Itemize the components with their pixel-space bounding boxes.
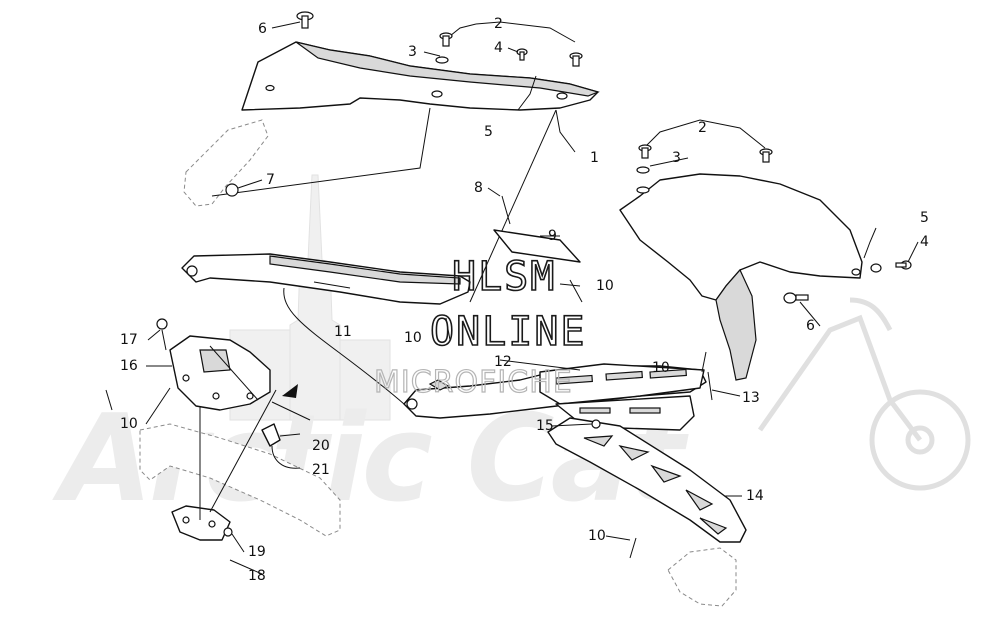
left-rail	[181, 253, 471, 305]
rivet-10-e	[629, 537, 637, 559]
fasteners	[105, 11, 912, 559]
callout-10-c: 10	[652, 360, 670, 376]
callout-14: 14	[746, 488, 764, 504]
screw-4-right	[895, 260, 912, 270]
clip	[261, 423, 281, 447]
ghost-mount-bottom-right	[667, 547, 737, 607]
washer-3-right	[636, 166, 650, 174]
hlsm-watermark: HLSM ONLINE MICROFICHE	[373, 253, 587, 400]
screw-2-right-panel	[638, 144, 652, 159]
callout-12: 12	[494, 354, 512, 370]
watermark-line3: MICROFICHE	[374, 365, 573, 400]
callout-3-top: 3	[408, 44, 417, 60]
screw-2-right	[569, 52, 583, 67]
callout-4-right: 4	[920, 234, 929, 250]
footrest-lattice	[547, 417, 747, 543]
callout-connectors	[145, 21, 919, 575]
bolt-17	[156, 318, 168, 351]
callout-10-b: 10	[404, 330, 422, 346]
callout-4-top: 4	[494, 40, 503, 56]
callout-20: 20	[312, 438, 330, 454]
callout-1: 1	[590, 150, 599, 166]
callout-6-right: 6	[806, 318, 815, 334]
bolt-13	[707, 371, 713, 401]
rivet-10-b	[445, 317, 451, 341]
screw-2-left	[439, 32, 453, 47]
screw-15	[591, 419, 601, 429]
screw-4-top	[516, 48, 528, 61]
strip-9	[493, 229, 581, 263]
runner-strip	[539, 363, 705, 405]
callout-7: 7	[266, 172, 275, 188]
callout-11: 11	[334, 324, 352, 340]
callout-10-a: 10	[596, 278, 614, 294]
callout-6-top: 6	[258, 21, 267, 37]
callout-17: 17	[120, 332, 138, 348]
rivet-10-a	[569, 279, 583, 303]
rivet-8	[501, 195, 511, 225]
leader-lines	[199, 21, 877, 520]
bolt-6-right	[783, 292, 809, 304]
callout-13: 13	[742, 390, 760, 406]
callout-18: 18	[248, 568, 266, 584]
watermark-line2: ONLINE	[430, 309, 587, 355]
ghost-bracket-top-left	[183, 119, 269, 207]
callout-10-e: 10	[120, 416, 138, 432]
callout-3-right: 3	[672, 150, 681, 166]
side-panel-left	[241, 41, 600, 111]
side-panel-right	[619, 173, 863, 381]
washer-3-left	[435, 56, 449, 64]
callout-8: 8	[474, 180, 483, 196]
callout-labels: 6 2 3 4 5 1 2 3 7 8 9 10 5 4 6 11 10 12 …	[120, 16, 929, 584]
direction-arrow	[282, 384, 298, 398]
callout-5-right: 5	[920, 210, 929, 226]
rivet-10-c	[105, 389, 113, 411]
washer-5-right	[870, 263, 882, 273]
ghost-beam-bottom-left	[139, 423, 341, 537]
callout-19: 19	[248, 544, 266, 560]
bolt-20	[271, 401, 311, 421]
callout-15: 15	[536, 418, 554, 434]
callout-2-top: 2	[494, 16, 503, 32]
callout-21: 21	[312, 462, 330, 478]
mount-bracket-left	[169, 335, 271, 411]
screw-2-right-panel-b	[759, 148, 773, 163]
callout-5-top: 5	[484, 124, 493, 140]
nut-19	[223, 527, 233, 537]
watermark-line1: HLSM	[452, 254, 556, 300]
motorcycle-silhouette	[757, 297, 971, 491]
rivet-10-d	[701, 351, 707, 373]
callout-2-right: 2	[698, 120, 707, 136]
nut-7	[225, 183, 239, 197]
callout-16: 16	[120, 358, 138, 374]
bolt-6-top	[296, 11, 314, 29]
callout-10-d: 10	[588, 528, 606, 544]
